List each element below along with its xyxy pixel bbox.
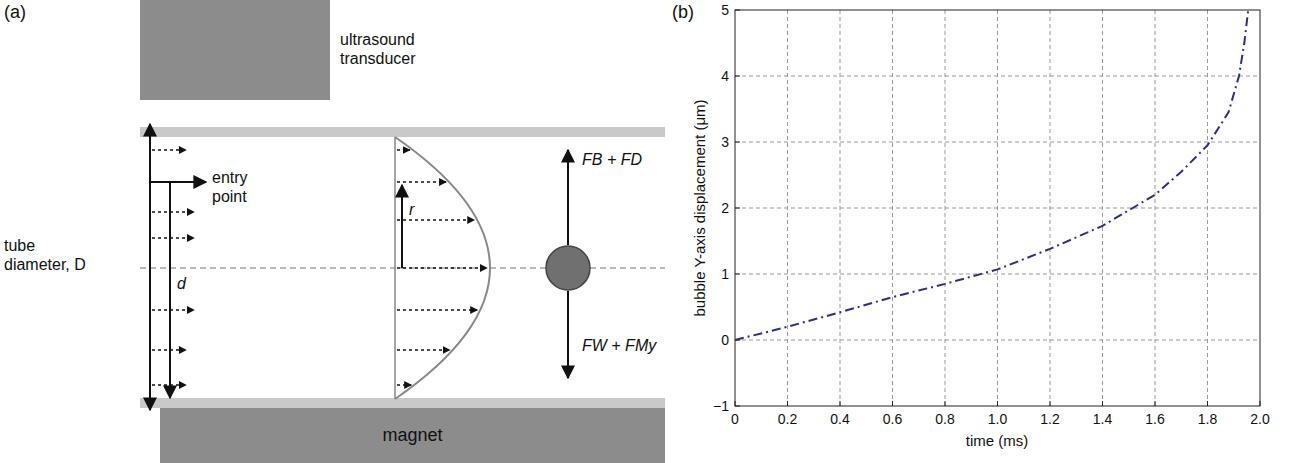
profile-base bbox=[394, 137, 396, 399]
velocity-arrow bbox=[397, 149, 410, 150]
grid-line bbox=[735, 76, 1260, 77]
tick-label: 2 bbox=[721, 200, 729, 217]
tick bbox=[1102, 401, 1103, 406]
tube-wall bbox=[140, 127, 665, 137]
panel-label: (a) bbox=[4, 2, 26, 24]
velocity-arrow bbox=[397, 219, 474, 220]
tick-label: 4 bbox=[721, 68, 729, 85]
tick-label: 5 bbox=[721, 2, 729, 19]
node-label: magnet bbox=[382, 425, 442, 447]
tick bbox=[997, 401, 998, 406]
tick bbox=[840, 401, 841, 406]
tick-label: 1 bbox=[721, 266, 729, 283]
tick-label: 1.0 bbox=[988, 411, 1007, 428]
displacement-curve bbox=[735, 10, 1248, 340]
chart-grid bbox=[735, 10, 1260, 406]
tick-label: 0.2 bbox=[778, 411, 797, 428]
plot-frame bbox=[735, 10, 1260, 406]
velocity-arrow bbox=[397, 349, 450, 350]
tick bbox=[735, 274, 740, 275]
tick bbox=[1050, 401, 1051, 406]
tick-label: 1.6 bbox=[1145, 411, 1164, 428]
force-arrow bbox=[567, 150, 569, 245]
diameter-arrow bbox=[149, 124, 151, 410]
tick-label: 0 bbox=[721, 332, 729, 349]
velocity-arrow bbox=[152, 149, 186, 150]
axis-title: time (ms) bbox=[966, 432, 1029, 450]
transducer-box: ultrasound transducer bbox=[140, 0, 330, 100]
tick bbox=[1207, 401, 1208, 406]
grid-line bbox=[735, 340, 1260, 341]
tick bbox=[787, 401, 788, 406]
grid-line bbox=[735, 142, 1260, 143]
dimension-label: r bbox=[409, 200, 414, 219]
dimension-label: d bbox=[177, 274, 186, 293]
r-arrow bbox=[401, 185, 403, 268]
force-label: FB + FD bbox=[582, 150, 642, 169]
tick-label: −1 bbox=[713, 398, 729, 415]
tick bbox=[735, 142, 740, 143]
axis-title: bubble Y-axis displacement (μm) bbox=[691, 99, 709, 316]
tick bbox=[945, 401, 946, 406]
bubble bbox=[546, 246, 590, 290]
tick bbox=[1155, 401, 1156, 406]
panel-label: (b) bbox=[672, 2, 694, 24]
entry-arrow bbox=[150, 181, 206, 183]
velocity-arrow bbox=[152, 237, 194, 238]
force-label: FW + FMy bbox=[582, 336, 656, 355]
magnet-box: magnet bbox=[160, 408, 665, 463]
tick-label: 3 bbox=[721, 134, 729, 151]
grid-line bbox=[735, 208, 1260, 209]
velocity-arrows bbox=[152, 150, 487, 385]
tick-label: 0.4 bbox=[830, 411, 849, 428]
velocity-arrow bbox=[397, 267, 487, 268]
velocity-arrow bbox=[152, 349, 186, 350]
tick bbox=[735, 76, 740, 77]
tick-label: 0.6 bbox=[883, 411, 902, 428]
node-label: ultrasound transducer bbox=[340, 30, 435, 68]
velocity-arrow bbox=[397, 384, 411, 385]
velocity-arrow bbox=[152, 309, 194, 310]
annotation: entry point bbox=[212, 168, 274, 206]
tick bbox=[735, 208, 740, 209]
velocity-profile bbox=[395, 137, 490, 399]
velocity-arrow bbox=[152, 211, 194, 212]
tick-label: 1.4 bbox=[1093, 411, 1112, 428]
tube-wall bbox=[140, 398, 665, 408]
tick-label: 0 bbox=[731, 411, 739, 428]
force-arrow bbox=[567, 291, 569, 378]
tick-label: 1.8 bbox=[1198, 411, 1217, 428]
tick-label: 2.0 bbox=[1250, 411, 1269, 428]
grid-line bbox=[735, 274, 1260, 275]
velocity-arrow bbox=[397, 309, 477, 310]
velocity-arrow bbox=[152, 384, 186, 385]
dimension-label: tube diameter, D bbox=[4, 236, 104, 274]
tick-label: 0.8 bbox=[935, 411, 954, 428]
d-arrow bbox=[169, 182, 171, 398]
tick-label: 1.2 bbox=[1040, 411, 1059, 428]
tick bbox=[892, 401, 893, 406]
velocity-arrow bbox=[397, 181, 446, 182]
